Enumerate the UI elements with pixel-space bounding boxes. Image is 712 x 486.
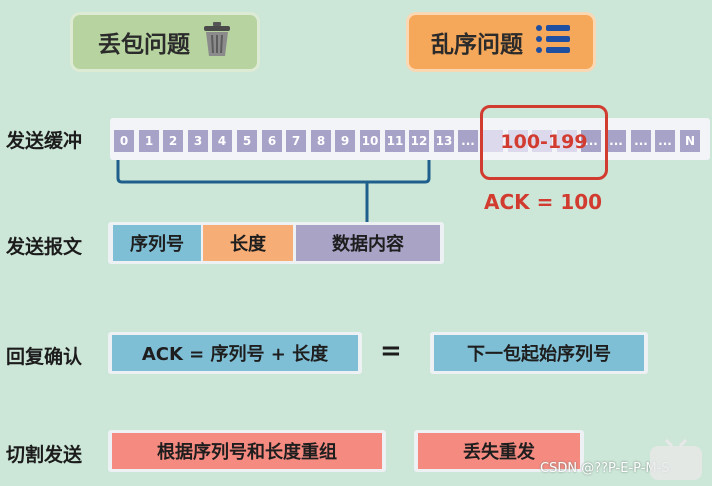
buffer-cell: 12	[409, 130, 429, 152]
cut-and-send-label: 切割发送	[6, 444, 83, 466]
buffer-cell: 5	[237, 130, 257, 152]
buffer-cell	[557, 130, 577, 152]
buffer-cell: 2	[163, 130, 183, 152]
highlight-range-box	[480, 105, 608, 180]
segment-seq-field: 序列号	[113, 225, 201, 261]
watermark: CSDN @??P-E-P-M-S	[540, 461, 670, 476]
buffer-cell	[532, 130, 552, 152]
buffer-cell: 3	[188, 130, 208, 152]
packet-loss-header: 丢包问题	[70, 12, 260, 72]
buffer-cell: 11	[385, 130, 405, 152]
ack-value-text: ACK = 100	[484, 190, 603, 214]
buffer-cell	[508, 130, 528, 152]
out-of-order-title: 乱序问题	[431, 32, 523, 58]
packet-loss-title: 丢包问题	[98, 32, 190, 58]
list-icon	[535, 23, 571, 61]
buffer-cell	[483, 130, 503, 152]
buffer-cell: 8	[311, 130, 331, 152]
buffer-cell: 4	[212, 130, 232, 152]
buffer-cell: ...	[655, 130, 675, 152]
tv-icon	[648, 438, 704, 486]
equals-sign: =	[380, 336, 402, 366]
buffer-cell: ...	[631, 130, 651, 152]
send-buffer-label: 发送缓冲	[6, 130, 83, 152]
buffer-cell: ...	[606, 130, 626, 152]
buffer-cell: 9	[335, 130, 355, 152]
trash-icon	[202, 21, 232, 63]
ack-formula-left: ACK = 序列号 + 长度	[112, 335, 358, 371]
reassemble-box: 根据序列号和长度重组	[112, 433, 382, 469]
segment-data-field: 数据内容	[296, 225, 440, 261]
buffer-cell: 0	[114, 130, 134, 152]
buffer-cell: ...	[581, 130, 601, 152]
buffer-cell: N	[680, 130, 700, 152]
send-segment-label: 发送报文	[6, 236, 83, 258]
buffer-cell: 1	[139, 130, 159, 152]
buffer-cell: 10	[360, 130, 380, 152]
out-of-order-header: 乱序问题	[406, 12, 596, 72]
buffer-cell: ...	[458, 130, 478, 152]
buffer-cell: 7	[286, 130, 306, 152]
highlight-range-text: 100-199	[500, 131, 588, 153]
reply-confirm-label: 回复确认	[6, 346, 83, 368]
buffer-cell: 13	[434, 130, 454, 152]
retransmit-box: 丢失重发	[418, 433, 580, 469]
ack-formula-right: 下一包起始序列号	[434, 335, 644, 371]
segment-length-field: 长度	[203, 225, 293, 261]
buffer-cell: 6	[262, 130, 282, 152]
